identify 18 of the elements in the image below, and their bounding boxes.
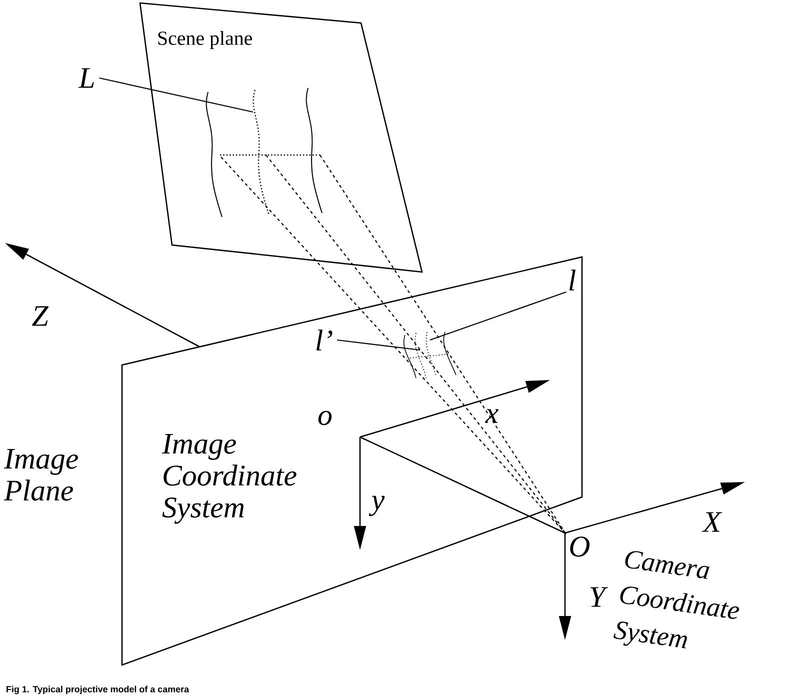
leader-line: [337, 339, 420, 351]
axis-label: Y: [590, 587, 608, 607]
caption: Fig 1. Typical projective model of a camera: [6, 686, 190, 694]
scene-plane: Scene plane: [139, 2, 423, 273]
axis-label: Camera Coordinate System: [613, 551, 740, 648]
node-label: Image Plane: [4, 448, 78, 501]
axis-label: y: [368, 496, 385, 516]
axis-label: X: [702, 512, 722, 532]
axis-label: x: [485, 409, 498, 423]
leader-label: L: [78, 68, 94, 88]
leader-line: [99, 77, 254, 113]
projection-line: [320, 154, 566, 534]
axis-label: Z: [32, 306, 49, 326]
leader-label: l’: [316, 330, 332, 350]
leader-line: [430, 292, 566, 341]
leader-label: l: [569, 270, 576, 290]
origin-label: O: [570, 536, 590, 557]
axis-label: o: [318, 410, 332, 426]
